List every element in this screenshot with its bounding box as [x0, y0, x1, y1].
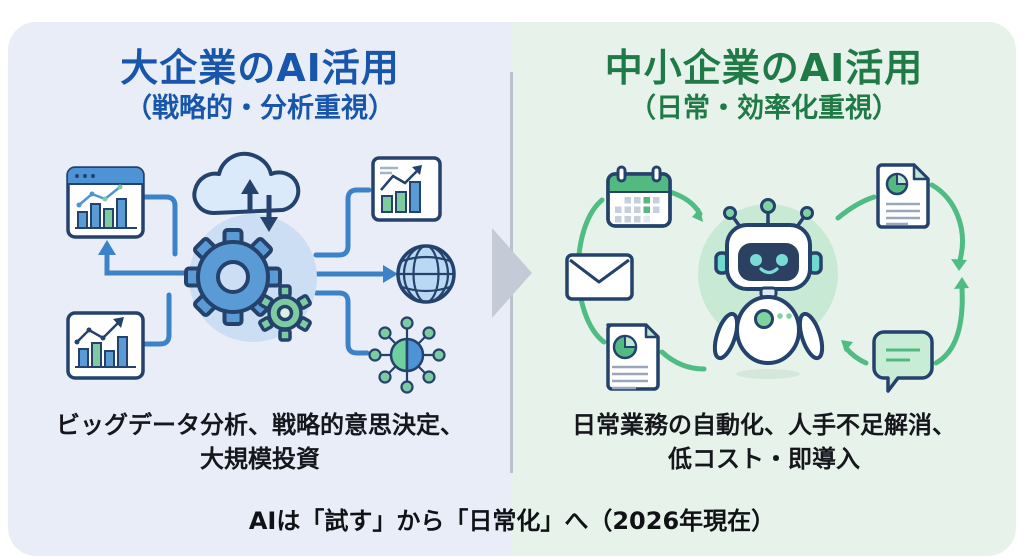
cloud-sync-icon	[192, 151, 301, 232]
report-document-icon	[876, 163, 930, 229]
ai-network-icon	[368, 316, 446, 394]
footer-text: AIは「試す」から「日常化」へ（2026年現在）	[248, 507, 776, 535]
connector-lines	[104, 187, 385, 356]
envelope-icon	[565, 253, 634, 301]
robot-eye-right	[776, 254, 788, 266]
chat-bubble-icon	[872, 330, 934, 393]
right-caption-line1: 日常業務の自動化、人手不足解消、	[572, 411, 956, 439]
left-caption-line2: 大規模投資	[200, 445, 320, 474]
right-panel-caption: 日常業務の自動化、人手不足解消、 低コスト・即導入	[512, 408, 1016, 476]
cycle-arrowheads	[692, 208, 969, 352]
left-panel-caption: ビッグデータ分析、戦略的意思決定、 大規模投資	[8, 408, 512, 476]
right-panel: 中小企業のAI活用 （日常・効率化重視） 日常業務の自動化、人手不足解消、 低コ…	[512, 22, 1016, 556]
browser-analytics-icon	[66, 166, 145, 239]
right-panel-subtitle: （日常・効率化重視）	[629, 92, 899, 124]
left-title-block: 大企業のAI活用 （戦略的・分析重視）	[8, 46, 512, 125]
main-gear-icon	[184, 228, 282, 326]
upload-arrow-icon	[241, 179, 259, 212]
calendar-icon	[606, 165, 672, 228]
report-chart-card-icon	[371, 156, 442, 222]
left-panel-title: 大企業のAI活用	[120, 46, 400, 90]
globe-icon	[396, 244, 456, 304]
left-illustration	[66, 151, 456, 394]
right-panel-title: 中小企業のAI活用	[604, 46, 924, 90]
up-arrowhead	[98, 240, 116, 255]
robot-chest-button	[754, 309, 774, 329]
right-title-block: 中小企業のAI活用 （日常・効率化重視）	[512, 46, 1016, 125]
robot-smile	[759, 267, 779, 275]
left-panel-subtitle: （戦略的・分析重視）	[125, 92, 395, 124]
robot-eye-left	[750, 254, 762, 266]
bar-chart-box-icon	[66, 311, 145, 380]
right-arrowhead	[383, 265, 398, 283]
left-caption-line1: ビッグデータ分析、戦略的意思決定、	[56, 411, 464, 439]
secondary-gear-icon	[258, 284, 312, 342]
right-illustration	[565, 163, 969, 393]
pie-document-icon	[606, 323, 660, 391]
right-caption-line2: 低コスト・即導入	[668, 445, 860, 474]
download-arrow-icon	[260, 195, 278, 232]
robot-shadow	[736, 369, 800, 379]
calendar-grid	[615, 197, 660, 223]
transition-arrow-icon	[492, 228, 532, 318]
robot-icon	[712, 198, 825, 379]
left-panel: 大企業のAI活用 （戦略的・分析重視） ビッグデータ分析、戦略的意思決定、 大規…	[8, 22, 512, 556]
